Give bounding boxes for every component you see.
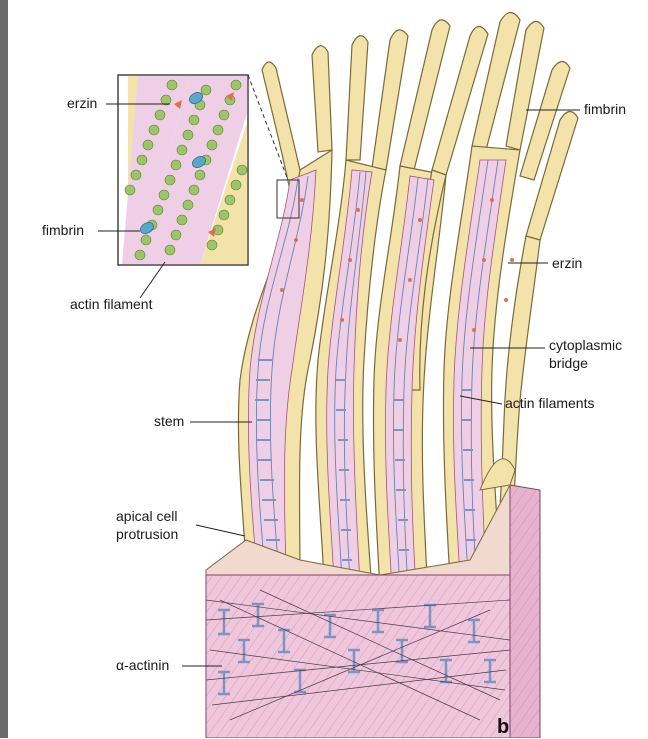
label-actin-filament: actin filament [70, 296, 152, 313]
label-cytoplasmic-bridge-line2: bridge [549, 355, 588, 372]
label-stem: stem [154, 413, 184, 430]
label-apical-line2: protrusion [116, 526, 178, 543]
label-cytoplasmic-bridge-line1: cytoplasmic [549, 337, 622, 354]
label-actin-filaments: actin filaments [505, 395, 594, 412]
panel-letter: b [497, 716, 509, 739]
label-fimbrin-right: fimbrin [584, 101, 626, 118]
label-erzin-right: erzin [552, 255, 582, 272]
label-fimbrin-inset: fimbrin [42, 222, 84, 239]
label-erzin-inset: erzin [67, 95, 97, 112]
label-alpha-actinin: α-actinin [116, 657, 169, 674]
left-torn-edge [0, 0, 8, 738]
label-apical-line1: apical cell [116, 508, 177, 525]
